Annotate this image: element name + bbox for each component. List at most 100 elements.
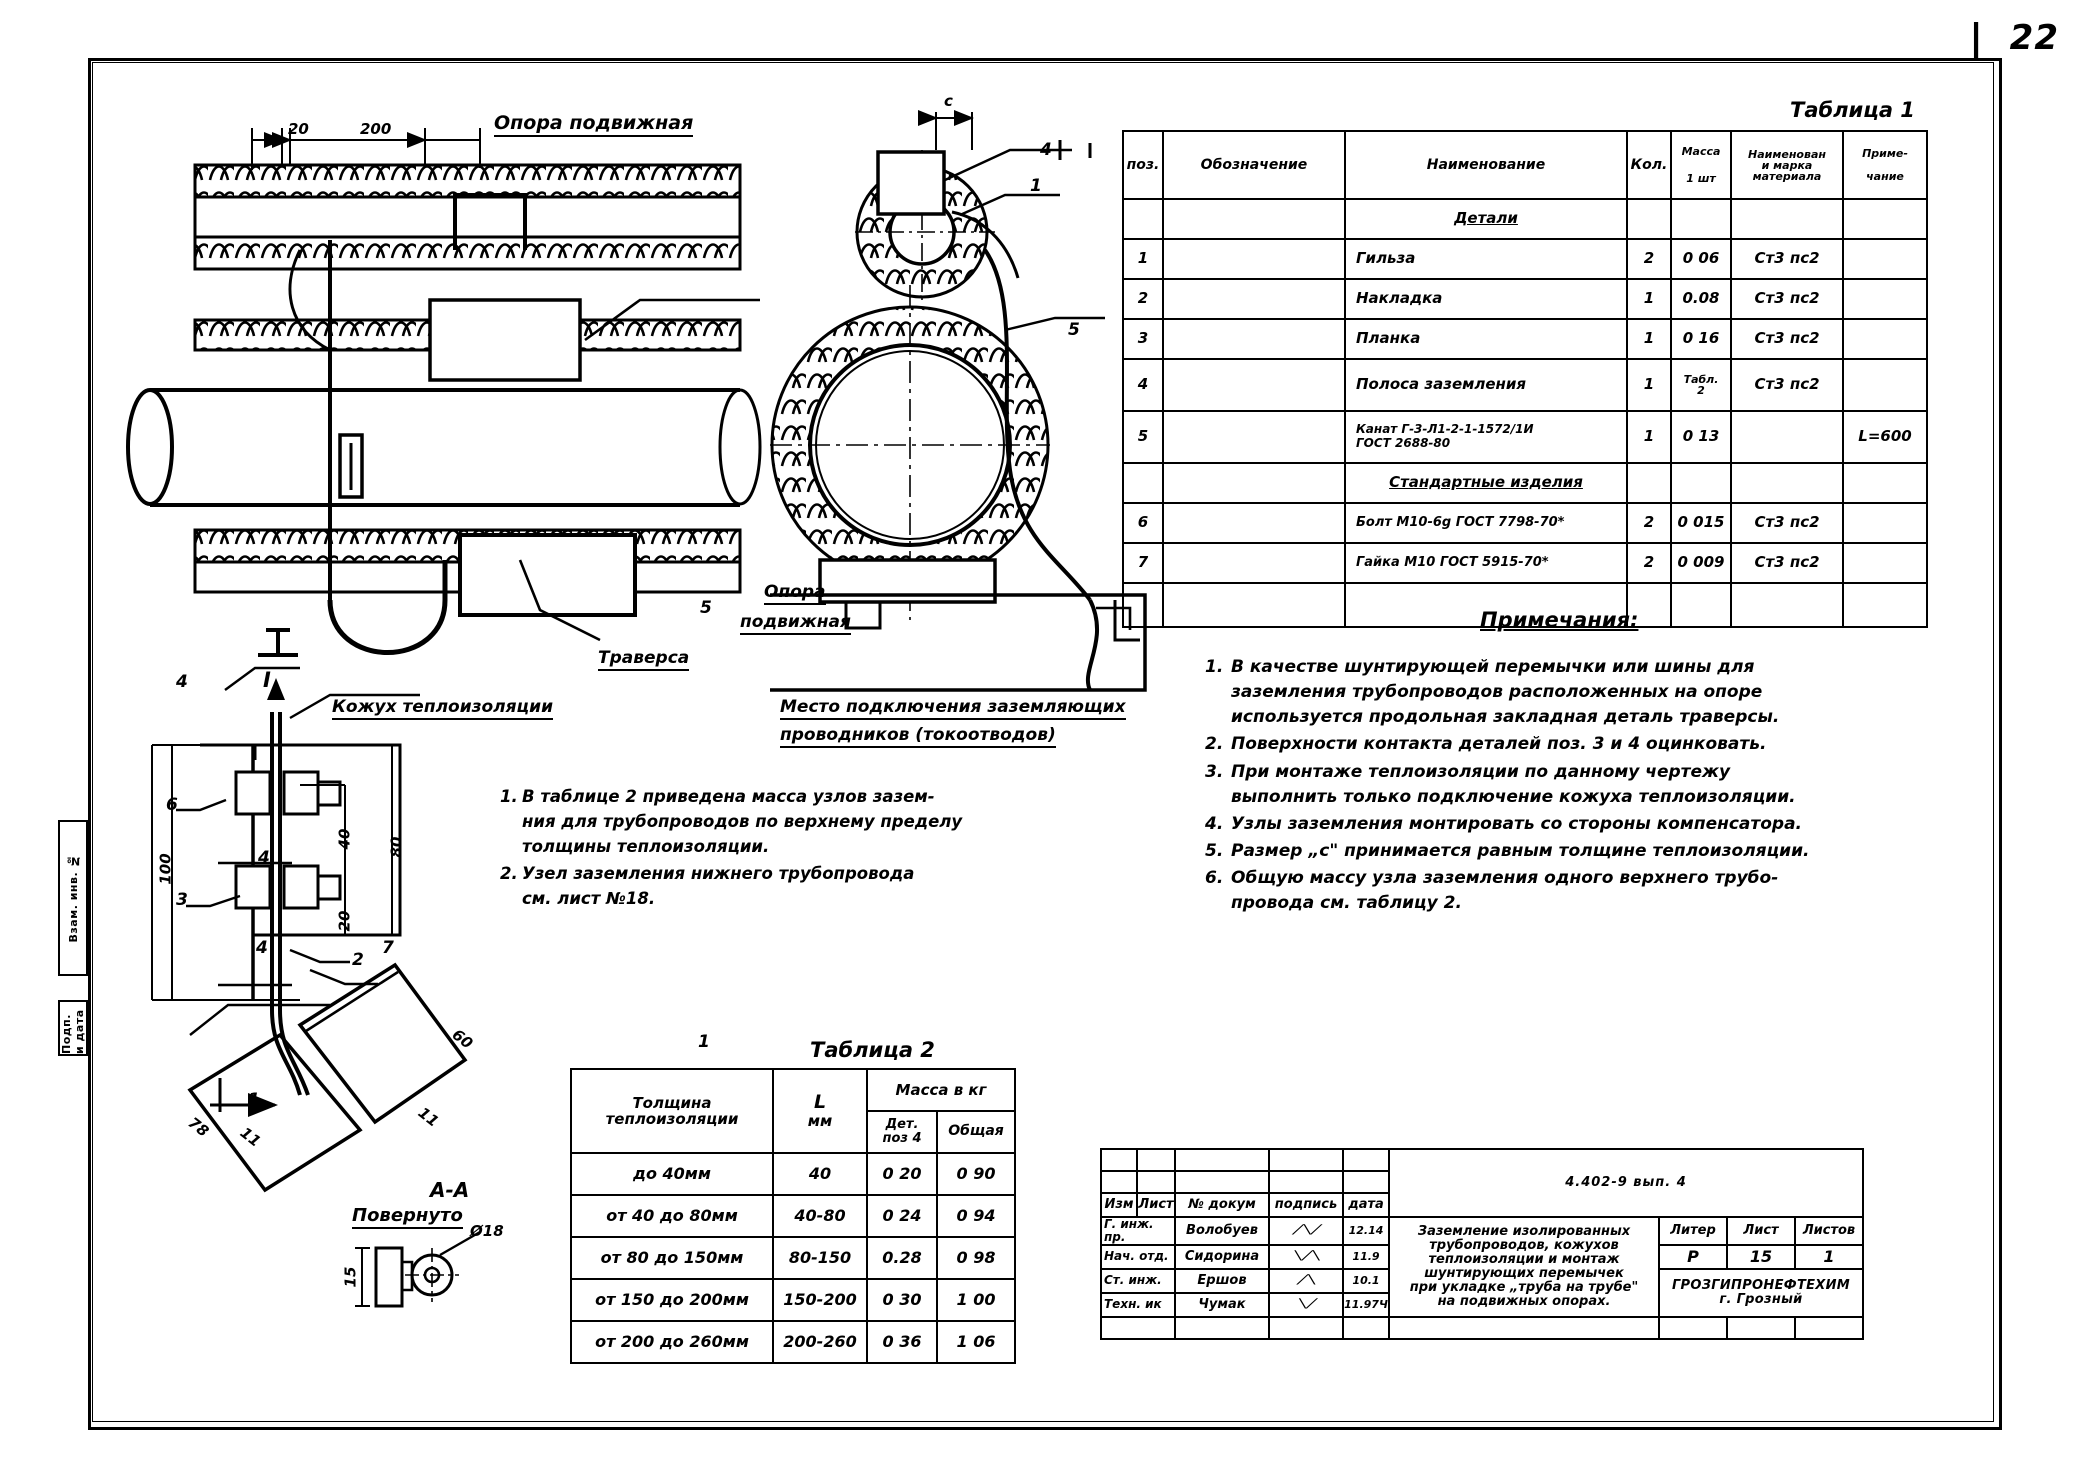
specification-table: поз. Обозначение Наименование Кол. Масса… bbox=[1122, 130, 1928, 628]
dim-diam18: Ø18 bbox=[470, 1222, 504, 1240]
th2-thickness: Толщина теплоизоляции bbox=[570, 1068, 774, 1154]
td-empty bbox=[1670, 198, 1732, 240]
th-mass-l2: 1 шт bbox=[1686, 172, 1716, 185]
table-row: 1 Гильза 2 0 06 Ст3 пс2 bbox=[1122, 238, 1928, 280]
pos-marker-5b: 5 bbox=[700, 598, 712, 618]
tb-sheets-value: 1 bbox=[1794, 1243, 1864, 1270]
td-desig bbox=[1162, 318, 1346, 360]
note-line: В качестве шунтирующей перемычки или шин… bbox=[1231, 657, 1755, 677]
center-note-line: Узел заземления нижнего трубопровода bbox=[522, 864, 915, 884]
td-empty bbox=[1162, 582, 1346, 628]
note-text: Размер „с" принимается равным толщине те… bbox=[1231, 841, 1810, 862]
label-section-AA: А-А bbox=[430, 1178, 470, 1202]
center-note-num: 2. bbox=[500, 864, 518, 884]
td-note: L=600 bbox=[1842, 410, 1928, 464]
table-row: 2 Накладка 1 0.08 Ст3 пс2 bbox=[1122, 278, 1928, 320]
table-row: 3 Планка 1 0 16 Ст3 пс2 bbox=[1122, 318, 1928, 360]
tb-title-line: шунтирующих перемычек bbox=[1424, 1265, 1624, 1281]
tb-date: 12.14 bbox=[1342, 1216, 1390, 1246]
note-num: 1. bbox=[1205, 657, 1224, 677]
td-empty bbox=[1730, 582, 1844, 628]
table-row: 4 Полоса заземления 1 Табл. 2 Ст3 пс2 bbox=[1122, 358, 1928, 412]
center-notes-block: 1. В таблице 2 приведена масса узлов заз… bbox=[500, 785, 980, 915]
th2-length-l2: мм bbox=[807, 1112, 833, 1131]
tb-sheets-label: Листов bbox=[1794, 1216, 1864, 1246]
th-note-l1: Приме- bbox=[1862, 147, 1908, 160]
td-name: Планка bbox=[1344, 318, 1628, 360]
tb-name: Волобуев bbox=[1174, 1216, 1270, 1246]
td-mass: Табл. 2 bbox=[1670, 358, 1732, 412]
table-row: 6 Болт М10-6g ГОСТ 7798-70* 2 0 015 Ст3 … bbox=[1122, 502, 1928, 544]
th-material-l2: и марка bbox=[1761, 158, 1813, 172]
td-pos: 2 bbox=[1122, 278, 1164, 320]
label-mesto-line2: проводников (токоотводов) bbox=[780, 725, 1056, 748]
td-name: Гайка М10 ГОСТ 5915-70* bbox=[1344, 542, 1628, 584]
td-empty bbox=[1626, 582, 1672, 628]
table2-caption: Таблица 2 bbox=[810, 1038, 935, 1062]
note-num: 6. bbox=[1205, 868, 1224, 889]
th-mass-l1: Масса bbox=[1681, 145, 1721, 158]
td2-det: 0 20 bbox=[866, 1152, 938, 1196]
note-num: 2. bbox=[1205, 734, 1224, 755]
pos-marker-4d: 4 bbox=[1040, 140, 1052, 160]
tb-cell bbox=[1794, 1315, 1864, 1340]
th2-length-l1: L bbox=[813, 1091, 827, 1114]
tb-drawing-title: Заземление изолированных трубопроводов, … bbox=[1388, 1216, 1660, 1318]
tb-blank-row bbox=[1100, 1170, 1863, 1194]
tb-cell bbox=[1268, 1315, 1344, 1340]
note-text: Узлы заземления монтировать со стороны к… bbox=[1231, 813, 1803, 834]
td-empty bbox=[1842, 582, 1928, 628]
note-line: Общую массу узла заземления одного верхн… bbox=[1231, 868, 1779, 889]
td-qty: 2 bbox=[1626, 502, 1672, 544]
center-note-line: ния для трубопроводов по верхнему предел… bbox=[522, 811, 963, 831]
tb-role-row: Г. инж. пр. Волобуев ⟋⟍⟋ 12.14 Заземлени… bbox=[1100, 1216, 1864, 1318]
td-name-l1: Канат Г-3-Л1-2-1-1572/1И bbox=[1356, 422, 1534, 437]
tb-cell bbox=[1726, 1315, 1796, 1340]
title-block: 4.402-9 вып. 4 Изм Лист № докум подпись … bbox=[1100, 1148, 1864, 1340]
tb-org-line2: г. Грозный bbox=[1719, 1291, 1803, 1307]
tb-name: Чумак bbox=[1174, 1291, 1270, 1318]
td-mass: 0 16 bbox=[1670, 318, 1732, 360]
td-mass-l2: 2 bbox=[1697, 384, 1705, 397]
td-note bbox=[1842, 238, 1928, 280]
note-line: провода см. таблицу 2. bbox=[1231, 893, 1462, 914]
margin-stamp-lower-text: Подп. и дата bbox=[60, 1009, 86, 1054]
table-section-row-standard: Стандартные изделия bbox=[1122, 462, 1928, 504]
tb-organization: ГРОЗГИПРОНЕФТЕХИМ г. Грозный bbox=[1658, 1267, 1864, 1318]
td2-thickness: от 80 до 150мм bbox=[570, 1236, 774, 1280]
tb-cell bbox=[1658, 1315, 1728, 1340]
table-row: 5 Канат Г-3-Л1-2-1-1572/1И ГОСТ 2688-80 … bbox=[1122, 410, 1928, 464]
note-line: заземления трубопроводов расположенных н… bbox=[1231, 682, 1763, 703]
table-section-row-details: Детали bbox=[1122, 198, 1928, 240]
tb-cell bbox=[1136, 1148, 1176, 1172]
pos-marker-1c: 1 bbox=[698, 1032, 710, 1052]
table-row: 7 Гайка М10 ГОСТ 5915-70* 2 0 009 Ст3 пс… bbox=[1122, 542, 1928, 584]
th2-det-l2: поз 4 bbox=[882, 1131, 922, 1146]
tb-th-list: Лист bbox=[1136, 1192, 1176, 1218]
table2-row: от 200 до 260мм 200-260 0 36 1 06 bbox=[570, 1320, 1016, 1364]
tb-title-line: Заземление изолированных bbox=[1417, 1223, 1631, 1239]
table2-row: до 40мм 40 0 20 0 90 bbox=[570, 1152, 1016, 1196]
note-text: При монтаже теплоизоляции по данному чер… bbox=[1231, 760, 2079, 810]
tb-role-row: Ст. инж. Ершов ⟋⟍ 10.1 ГРОЗГИПРОНЕФТЕХИМ… bbox=[1100, 1267, 1864, 1318]
notes-list: 1. В качестве шунтирующей перемычки или … bbox=[1205, 655, 2079, 919]
th2-det: Дет. поз 4 bbox=[866, 1110, 938, 1154]
td-empty bbox=[1730, 462, 1844, 504]
td-pos: 1 bbox=[1122, 238, 1164, 280]
tb-title-line: при укладке „труба на трубе" bbox=[1409, 1279, 1639, 1295]
td-note bbox=[1842, 502, 1928, 544]
table2-row: от 150 до 200мм 150-200 0 30 1 00 bbox=[570, 1278, 1016, 1322]
td2-length: 40 bbox=[772, 1152, 868, 1196]
th-designation: Обозначение bbox=[1162, 130, 1346, 200]
td-empty bbox=[1670, 582, 1732, 628]
td2-total: 0 94 bbox=[936, 1194, 1016, 1238]
td2-length: 40-80 bbox=[772, 1194, 868, 1238]
tb-cell bbox=[1100, 1315, 1176, 1340]
pos-marker-3: 3 bbox=[176, 890, 188, 910]
margin-stamp-upper-text: Взам. инв. № bbox=[66, 853, 80, 943]
pos-marker-1: 1 bbox=[248, 1090, 260, 1110]
td-mass: 0 06 bbox=[1670, 238, 1732, 280]
pos-marker-7: 7 bbox=[382, 938, 394, 958]
tb-title-line: трубопроводов, кожухов bbox=[1429, 1237, 1619, 1253]
th-name: Наименование bbox=[1344, 130, 1628, 200]
